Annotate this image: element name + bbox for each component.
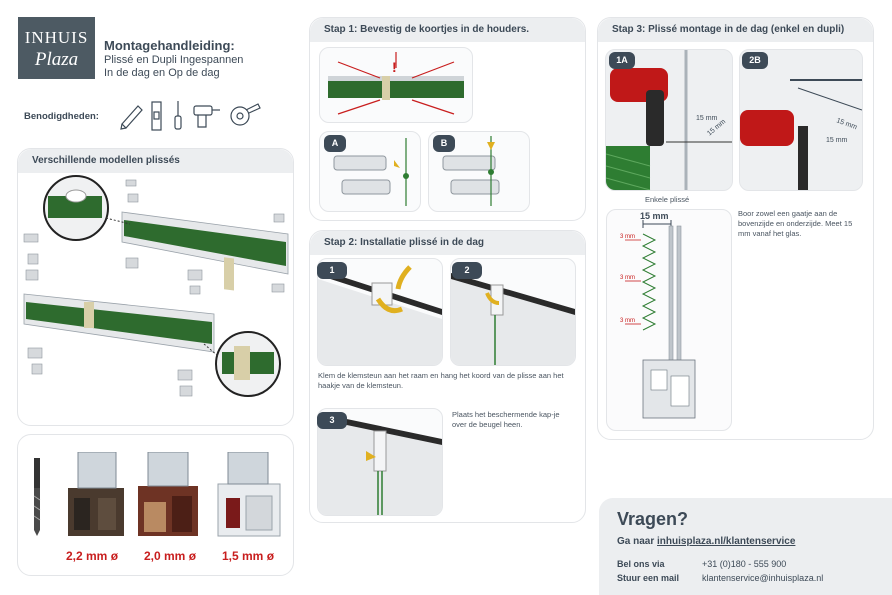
step2-badge-1: 1 xyxy=(317,262,347,279)
page-subtitle-2: In de dag en Op de dag xyxy=(104,67,220,79)
page-title: Montagehandleiding: xyxy=(104,38,235,53)
contact-goto-prefix: Ga naar xyxy=(617,536,655,547)
step3-2b-measure-b: 15 mm xyxy=(826,137,848,144)
models-illustration xyxy=(23,175,289,397)
contact-panel xyxy=(599,498,892,595)
step3-image-2b: 15 mm 15 mm xyxy=(739,49,863,191)
step3-badge-2b: 2B xyxy=(742,52,768,69)
step3-title: Stap 3: Plissé montage in de dag (enkel … xyxy=(598,18,873,42)
logo-line1: INHUIS xyxy=(24,28,89,47)
drill-bit-icon xyxy=(33,458,41,536)
profile-dark xyxy=(68,452,124,536)
drill-sizes-illustration xyxy=(33,452,281,537)
contact-mail-label: Stuur een mail xyxy=(617,573,680,583)
step3-gap-label-3: 3 mm xyxy=(620,318,635,324)
drill-size-3: 1,5 mm ø xyxy=(222,549,275,563)
step3-profile-section xyxy=(606,209,732,431)
contact-link[interactable]: inhuisplaza.nl/klantenservice xyxy=(657,536,796,547)
logo-line2: Plaza xyxy=(34,49,79,70)
profile-wood xyxy=(138,452,198,536)
step3-1a-measure-a: 15 mm xyxy=(696,115,718,122)
contact-phone-label: Bel ons via xyxy=(617,559,665,569)
drill-size-1: 2,2 mm ø xyxy=(66,549,119,563)
step2-badge-3: 3 xyxy=(317,412,347,429)
tape-measure-icon xyxy=(230,103,261,126)
step3-badge-1a: 1A xyxy=(609,52,635,69)
profile-white xyxy=(217,452,281,537)
step1-overview: ! xyxy=(319,47,473,123)
level-icon xyxy=(151,101,162,131)
step3-text: Boor zowel een gaatje aan de bovenzijde … xyxy=(738,209,853,238)
drill-size-2: 2,0 mm ø xyxy=(144,549,197,563)
screwdriver-icon xyxy=(174,101,182,130)
step3-gap-label-1: 3 mm xyxy=(620,234,635,240)
step1-badge-b: B xyxy=(433,135,455,152)
contact-phone[interactable]: +31 (0)180 - 555 900 xyxy=(702,559,787,569)
page-subtitle-1: Plissé en Dupli Ingespannen xyxy=(104,54,244,66)
step1-title: Stap 1: Bevestig de koortjes in de houde… xyxy=(310,18,585,42)
pencil-icon xyxy=(120,105,143,130)
step3-gap-label-2: 3 mm xyxy=(620,275,635,281)
step2-text-1: Klem de klemsteun aan het raam en hang h… xyxy=(318,371,564,390)
contact-heading: Vragen? xyxy=(617,509,689,529)
tools-label: Benodigdheden: xyxy=(24,111,99,122)
models-title: Verschillende modellen plissés xyxy=(18,149,293,173)
step2-title: Stap 2: Installatie plissé in de dag xyxy=(310,231,585,255)
step2-badge-2: 2 xyxy=(452,262,482,279)
step3-measure-top: 15 mm xyxy=(640,211,669,221)
svg-text:!: ! xyxy=(392,59,397,75)
tools-row xyxy=(120,101,261,131)
contact-mail[interactable]: klantenservice@inhuisplaza.nl xyxy=(702,573,824,583)
step3-caption: Enkele plissé xyxy=(645,195,690,204)
step1-badge-a: A xyxy=(324,135,346,152)
step2-text-2: Plaats het beschermende kap-je over de b… xyxy=(452,410,560,429)
logo: INHUIS Plaza xyxy=(18,17,95,79)
drill-icon xyxy=(193,105,220,128)
step3-image-1a: 15 mm 15 mm xyxy=(605,49,733,191)
